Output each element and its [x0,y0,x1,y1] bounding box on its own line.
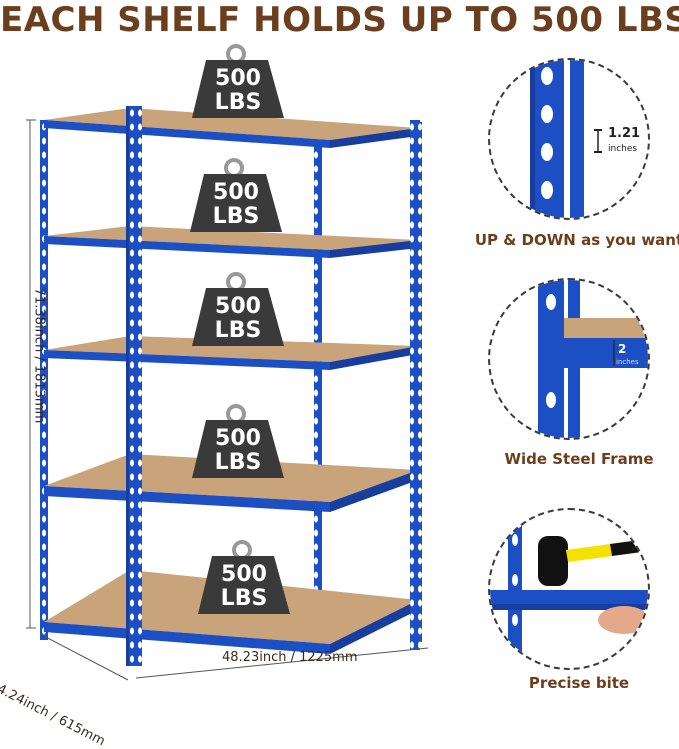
weight-value: 500 [215,426,261,451]
weight-unit: LBS [212,204,260,229]
hole-spacing-value: 1.21 [608,126,641,141]
weight-icon: 500 LBS [190,272,286,350]
weight-icon: 500 LBS [190,404,286,482]
feature-caption-frame: Wide Steel Frame [504,450,654,468]
weight-unit: LBS [214,450,262,475]
feature-caption-adjustable: UP & DOWN as you want [474,231,679,249]
weight-value: 500 [215,294,261,319]
frame-width-unit: inches [616,358,639,366]
headline: EACH SHELF HOLDS UP TO 500 LBS [0,0,679,40]
feature-adjustable-detail: 1.21 inches [488,58,650,220]
height-dimension: 71.38inch / 1813mm [31,287,47,424]
feature-caption-bite: Precise bite [528,674,630,692]
weight-value: 500 [215,66,261,91]
feature-frame-detail: 2 inches [488,278,650,440]
width-dimension: 48.23inch / 1225mm [222,650,358,665]
weight-unit: LBS [214,90,262,115]
weight-value: 500 [221,562,267,587]
weight-icon: 500 LBS [188,158,284,236]
weight-unit: LBS [214,318,262,343]
feature-bite-detail [488,508,650,670]
weight-icon: 500 LBS [196,540,292,618]
shelf-illustration: 71.38inch / 1813mm 48.23inch / 1225mm 24… [0,44,470,749]
weight-unit: LBS [220,586,268,611]
weight-icon: 500 LBS [190,44,286,122]
weight-value: 500 [213,180,259,205]
hole-spacing-unit: inches [608,144,638,154]
frame-width-value: 2 [618,342,627,356]
